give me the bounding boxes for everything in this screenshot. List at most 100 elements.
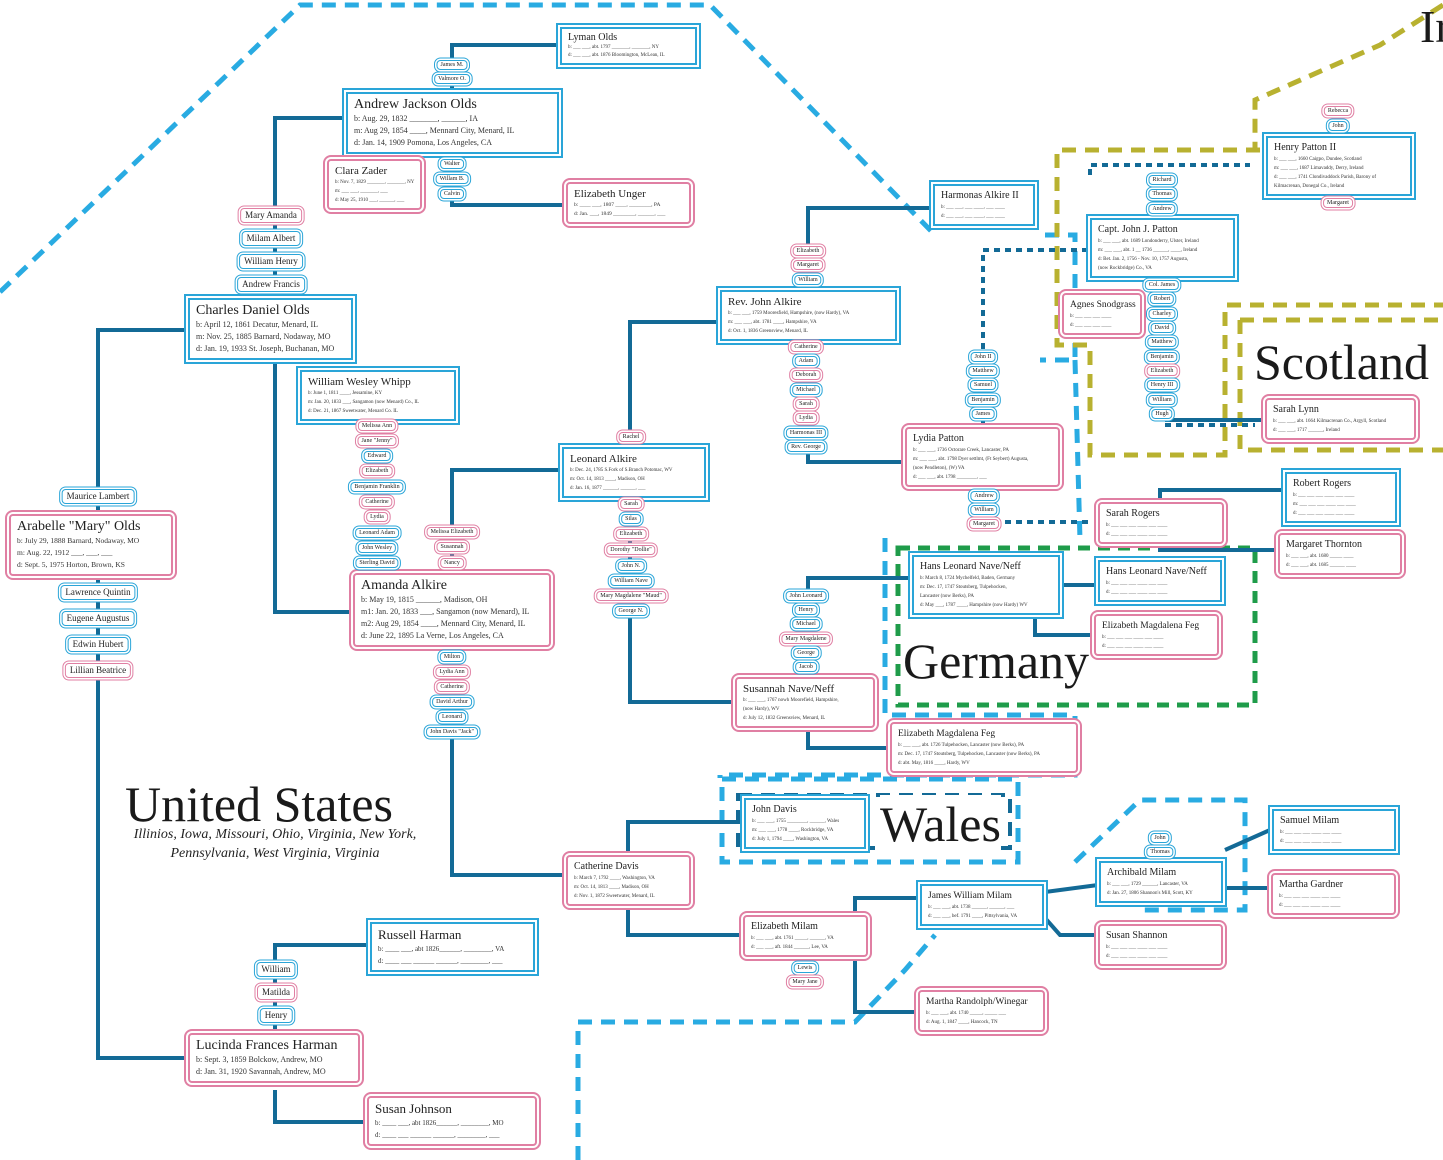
person-card-russell[interactable]: Russell Harman b: ____ ___, abt 1826____… bbox=[370, 922, 535, 972]
sibling-tag[interactable]: George N. bbox=[614, 606, 648, 616]
person-card-susan-johnson[interactable]: Susan Johnson b: ____ ___, abt 1826_____… bbox=[367, 1096, 537, 1146]
sibling-tag[interactable]: Sarah bbox=[620, 499, 642, 509]
sibling-tag[interactable]: Andrew Francis bbox=[237, 277, 305, 292]
person-card-sarah-lynn[interactable]: Sarah Lynn b: ___ ___, abt. 1664 Kilmacr… bbox=[1265, 398, 1416, 440]
person-card-clara[interactable]: Clara Zader b: Nov. 7, 1829 _______, ___… bbox=[327, 159, 422, 210]
person-card-margaret-thornton[interactable]: Margaret Thornton b: ___ ___, abt. 1680 … bbox=[1278, 533, 1402, 575]
sibling-tag[interactable]: Mary Magdalene "Maud" bbox=[596, 591, 666, 601]
sibling-tag[interactable]: Catherine bbox=[790, 342, 822, 352]
sibling-tag[interactable]: William bbox=[1148, 395, 1176, 405]
sibling-tag[interactable]: John Wesley bbox=[357, 543, 397, 553]
sibling-tag[interactable]: Matthew bbox=[968, 366, 998, 376]
sibling-tag[interactable]: John Leonard bbox=[785, 591, 827, 601]
sibling-tag[interactable]: Elizabeth bbox=[792, 246, 824, 256]
person-card-martha-gardner[interactable]: Martha Gardner b: ___ ___ ___ ____ ___ _… bbox=[1271, 873, 1396, 915]
sibling-tag[interactable]: Willam B. bbox=[435, 174, 469, 184]
sibling-tag[interactable]: Catherine bbox=[436, 682, 468, 692]
person-card-susan-shannon[interactable]: Susan Shannon b: ___ ___ ___ ____ ___ __… bbox=[1098, 924, 1223, 966]
sibling-tag[interactable]: Margaret bbox=[969, 519, 999, 529]
person-card-hans-2[interactable]: Hans Leonard Nave/Neff b: ___ ___ ___ __… bbox=[1098, 560, 1222, 602]
person-card-capt-john[interactable]: Capt. John J. Patton b: ___ ___, abt. 16… bbox=[1090, 218, 1235, 278]
person-card-lyman[interactable]: Lyman Olds b: ___ ___, abt. 1797 _______… bbox=[560, 27, 697, 65]
sibling-tag[interactable]: Elizabeth bbox=[1146, 366, 1178, 376]
sibling-tag[interactable]: John II bbox=[970, 352, 996, 362]
sibling-tag[interactable]: Eugene Augustus bbox=[61, 611, 135, 626]
person-card-james-milam[interactable]: James William Milam b: ___ ___, abt. 173… bbox=[920, 884, 1044, 926]
sibling-tag[interactable]: Benjamin bbox=[1146, 352, 1178, 362]
sibling-tag[interactable]: Calvin bbox=[440, 189, 464, 199]
sibling-tag[interactable]: Rachel bbox=[618, 432, 644, 442]
person-card-catherine-davis[interactable]: Catherine Davis b: March 7, 1792 ____, W… bbox=[566, 855, 691, 906]
person-card-robert-rogers[interactable]: Robert Rogers b: ___ ___ ___ ____ ___ __… bbox=[1285, 472, 1397, 523]
sibling-tag[interactable]: Milam Albert bbox=[241, 231, 301, 246]
sibling-tag[interactable]: Henry bbox=[259, 1008, 293, 1023]
sibling-tag[interactable]: Leonard Adam bbox=[355, 528, 399, 538]
person-card-elizabeth-unger[interactable]: Elizabeth Unger b: ____ ___, 1807 ____, … bbox=[566, 182, 691, 224]
person-card-lydia[interactable]: Lydia Patton b: ___ ___, 1736 Octorare C… bbox=[905, 427, 1060, 487]
person-card-rev-john[interactable]: Rev. John Alkire b: ___ ___, 1759 Moores… bbox=[720, 290, 897, 341]
sibling-tag[interactable]: Adam bbox=[794, 356, 818, 366]
sibling-tag[interactable]: Deborah bbox=[791, 370, 821, 380]
sibling-tag[interactable]: Richard bbox=[1148, 175, 1176, 185]
sibling-tag[interactable]: William bbox=[256, 962, 296, 977]
sibling-tag[interactable]: Catherine bbox=[361, 497, 393, 507]
sibling-tag[interactable]: Melissa Ann bbox=[357, 421, 397, 431]
person-card-andrew[interactable]: Andrew Jackson Olds b: Aug. 29, 1832 ___… bbox=[346, 92, 559, 154]
person-card-archibald[interactable]: Archibald Milam b: ___ ___, 1729 ______,… bbox=[1099, 861, 1223, 903]
sibling-tag[interactable]: Thomas bbox=[1146, 847, 1174, 857]
sibling-tag[interactable]: Elizabeth bbox=[361, 466, 393, 476]
sibling-tag[interactable]: Henry III bbox=[1146, 380, 1178, 390]
sibling-tag[interactable]: James bbox=[971, 409, 995, 419]
sibling-tag[interactable]: Rev. George bbox=[787, 442, 825, 452]
sibling-tag[interactable]: David bbox=[1150, 323, 1174, 333]
sibling-tag[interactable]: Lydia Ann bbox=[435, 667, 469, 677]
sibling-tag[interactable]: Andrew bbox=[1148, 204, 1176, 214]
person-card-eliz-feg-1[interactable]: Elizabeth Magdalena Feg b: ___ ___ ___ _… bbox=[1094, 614, 1219, 656]
sibling-tag[interactable]: John N. bbox=[617, 561, 645, 571]
sibling-tag[interactable]: William Henry bbox=[239, 254, 303, 269]
sibling-tag[interactable]: George bbox=[793, 648, 819, 658]
sibling-tag[interactable]: Nancy bbox=[440, 558, 464, 568]
person-card-leonard[interactable]: Leonard Alkire b: Dec. 24, 1785 S.Fork o… bbox=[562, 447, 706, 498]
sibling-tag[interactable]: Rebecca bbox=[1323, 106, 1353, 116]
sibling-tag[interactable]: David Arthur bbox=[432, 697, 472, 707]
person-card-hans-1[interactable]: Hans Leonard Nave/Neff b: March 8, 1724 … bbox=[912, 555, 1060, 615]
sibling-tag[interactable]: Jane "Jenny" bbox=[357, 436, 397, 446]
sibling-tag[interactable]: Lawrence Quintin bbox=[60, 585, 136, 600]
sibling-tag[interactable]: James M. bbox=[436, 60, 468, 70]
sibling-tag[interactable]: Thomas bbox=[1148, 189, 1176, 199]
person-card-agnes[interactable]: Agnes Snodgrass b: ___ ___ ___ ____ d: _… bbox=[1062, 293, 1142, 335]
sibling-tag[interactable]: Edwin Hubert bbox=[67, 637, 129, 652]
sibling-tag[interactable]: Samuel bbox=[970, 380, 996, 390]
person-card-henry-patton[interactable]: Henry Patton II b: ___ ___, 1660 Caigpo,… bbox=[1266, 136, 1412, 196]
sibling-tag[interactable]: John bbox=[1150, 833, 1170, 843]
sibling-tag[interactable]: Elizabeth bbox=[615, 529, 647, 539]
sibling-tag[interactable]: Sarah bbox=[795, 399, 817, 409]
sibling-tag[interactable]: Andrew bbox=[970, 491, 998, 501]
person-card-arabelle[interactable]: Arabelle "Mary" Olds b: July 29, 1888 Ba… bbox=[9, 514, 173, 576]
sibling-tag[interactable]: Walter bbox=[440, 159, 464, 169]
sibling-tag[interactable]: John Davis "Jack" bbox=[426, 727, 478, 737]
person-card-john-davis[interactable]: John Davis b: ___ ___, 1755 ________, __… bbox=[744, 798, 866, 849]
person-card-whipp[interactable]: William Wesley Whipp b: June 1, 1811 ___… bbox=[300, 370, 456, 421]
person-card-harmonas[interactable]: Harmonas Alkire II b: ___ ___, ___ ____,… bbox=[933, 184, 1035, 226]
sibling-tag[interactable]: Maurice Lambert bbox=[61, 489, 135, 504]
sibling-tag[interactable]: Col. James bbox=[1144, 280, 1180, 290]
person-card-susannah[interactable]: Susannah Nave/Neff b: ___ ___, 1767 nowh… bbox=[735, 677, 875, 728]
sibling-tag[interactable]: Milton bbox=[439, 652, 465, 662]
sibling-tag[interactable]: Lewis bbox=[793, 963, 817, 973]
sibling-tag[interactable]: John bbox=[1328, 121, 1348, 131]
sibling-tag[interactable]: Margaret bbox=[1323, 198, 1353, 208]
person-card-samuel-milam[interactable]: Samuel Milam b: ___ ___ ___ ____ ___ ___… bbox=[1272, 809, 1396, 851]
sibling-tag[interactable]: Harmonas III bbox=[785, 428, 827, 438]
sibling-tag[interactable]: Valmore O. bbox=[434, 74, 470, 84]
person-card-elizabeth-milam[interactable]: Elizabeth Milam b: ___ ___, abt. 1761 __… bbox=[743, 915, 868, 957]
sibling-tag[interactable]: Leonard bbox=[438, 712, 466, 722]
sibling-tag[interactable]: Margaret bbox=[793, 260, 823, 270]
sibling-tag[interactable]: Matthew bbox=[1147, 337, 1177, 347]
sibling-tag[interactable]: Jacob bbox=[795, 662, 817, 672]
sibling-tag[interactable]: Sterling David bbox=[355, 558, 399, 568]
sibling-tag[interactable]: Edward bbox=[363, 451, 391, 461]
person-card-amanda[interactable]: Amanda Alkire b: May 19, 1815 ______, Ma… bbox=[353, 573, 551, 647]
sibling-tag[interactable]: Melissa Elizabeth bbox=[426, 527, 478, 537]
